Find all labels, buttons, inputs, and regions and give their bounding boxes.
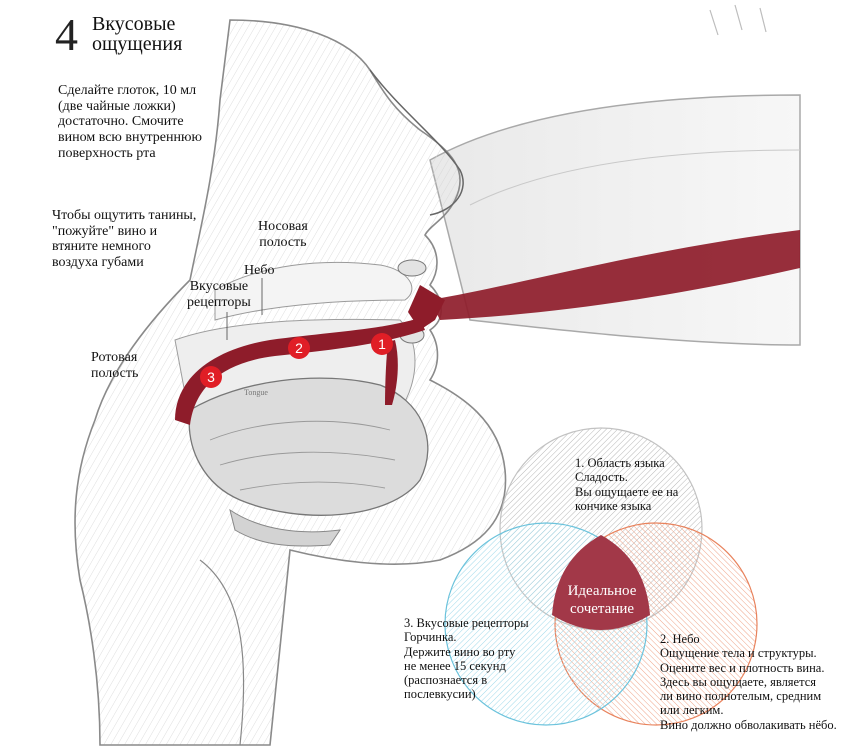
marker-3: 3 (200, 366, 222, 388)
label-leader-lines (226, 278, 263, 340)
palate-label: Небо (244, 263, 275, 278)
wine-stream (175, 230, 800, 425)
venn-tongue-text: 1. Область языка Сладость. Вы ощущаете е… (575, 456, 679, 513)
head-outline (74, 19, 507, 746)
taste-receptors-label: Вкусовые рецепторы (187, 279, 251, 311)
venn-diagram (444, 427, 758, 726)
tongue-label: Tongue (244, 388, 268, 397)
venn-receptors-text: 3. Вкусовые рецепторы Горчинка. Держите … (404, 616, 529, 702)
nasal-cavity-label: Носовая полость (258, 219, 308, 251)
page-title: Вкусовые ощущения (92, 13, 183, 55)
tannin-instruction: Чтобы ощутить танины, "пожуйте" вино и в… (52, 208, 197, 271)
venn-palate-text: 2. Небо Ощущение тела и структуры. Оцени… (660, 632, 837, 732)
oral-cavity-label: Ротовая полость (91, 350, 139, 382)
marker-1: 1 (371, 333, 393, 355)
marker-2: 2 (288, 337, 310, 359)
venn-center-label: Идеальное сочетание (567, 583, 637, 617)
sip-instruction: Сделайте глоток, 10 мл (две чайные ложки… (58, 83, 202, 161)
venn-center-intersection (552, 535, 650, 630)
step-number: 4 (55, 9, 78, 60)
